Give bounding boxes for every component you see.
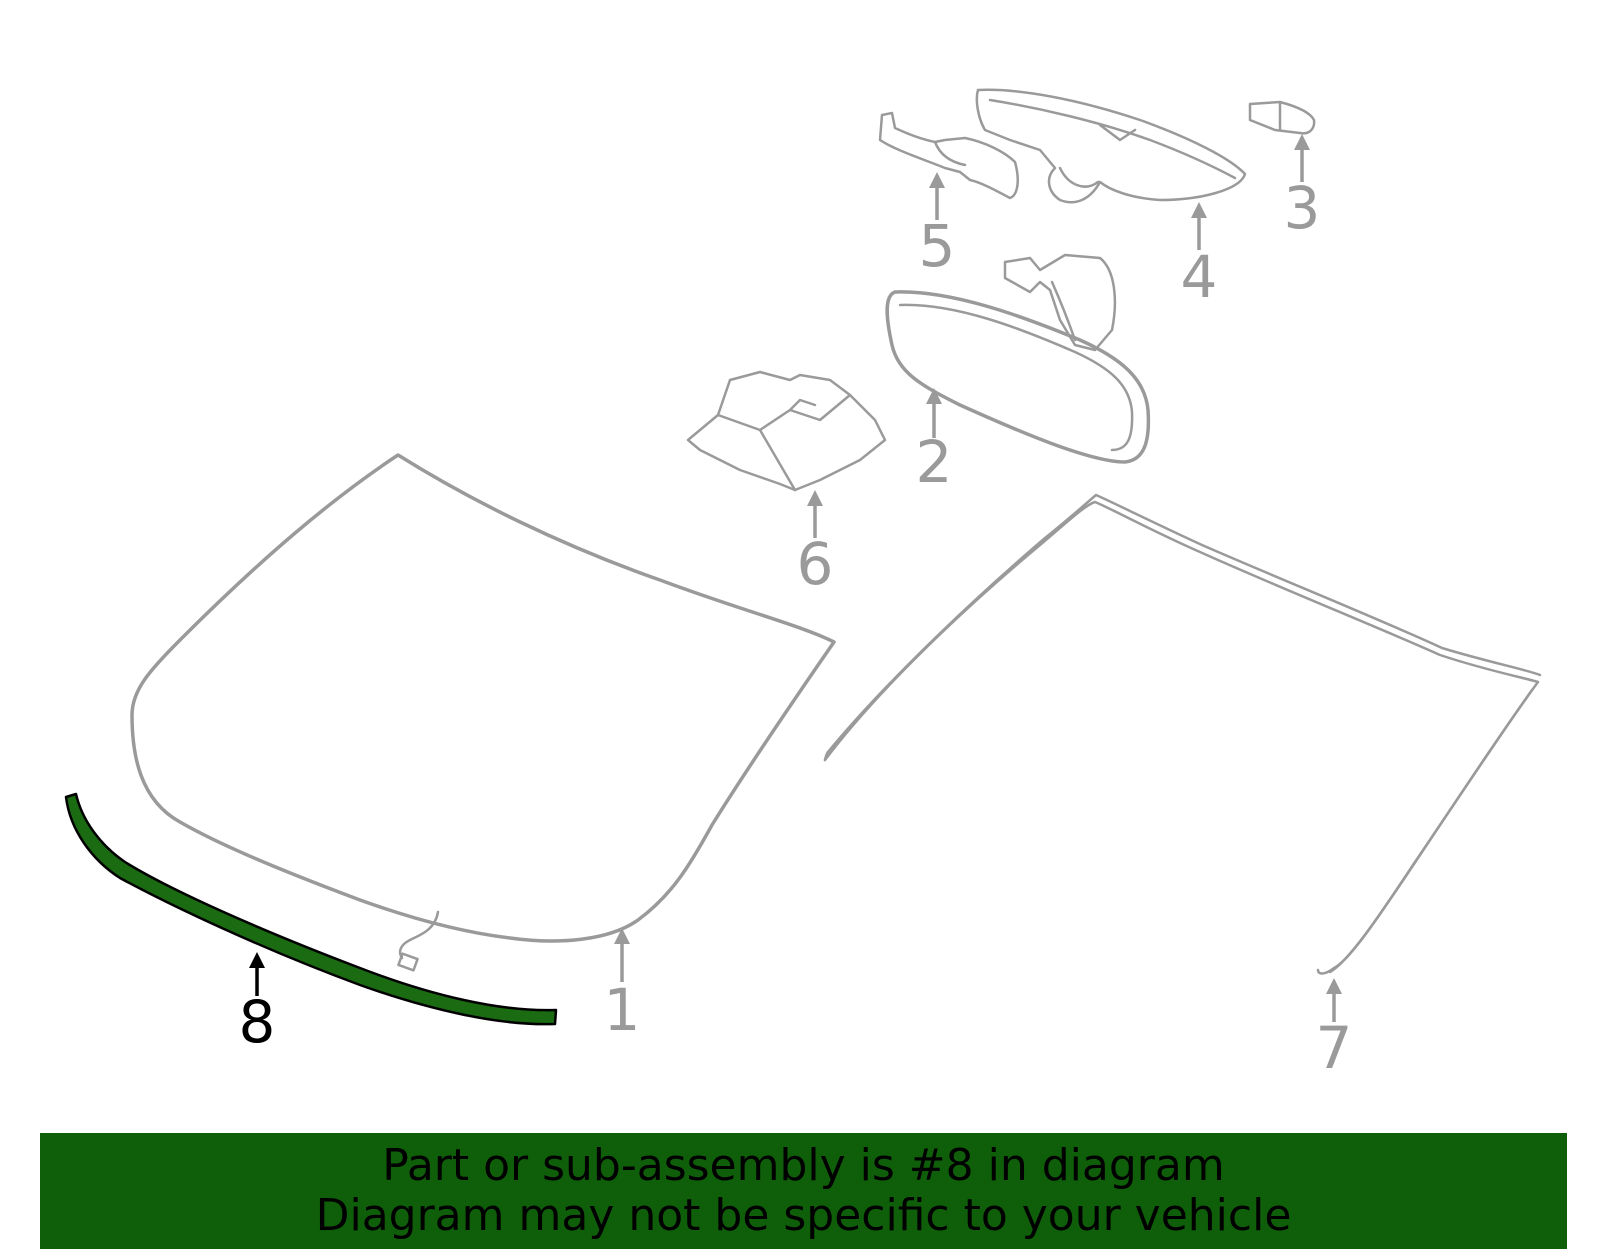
leader-3: [1294, 134, 1310, 182]
banner-line-2: Diagram may not be specific to your vehi…: [315, 1190, 1292, 1241]
camera-module: [686, 370, 887, 492]
leader-1: [614, 928, 630, 982]
banner-line-1: Part or sub-assembly is #8 in diagram: [382, 1140, 1225, 1191]
callout-6: 6: [797, 530, 834, 598]
callout-8: 8: [239, 988, 276, 1056]
callout-3: 3: [1284, 174, 1321, 242]
leader-6: [807, 490, 823, 538]
leader-8: [249, 952, 265, 996]
leader-4: [1191, 202, 1207, 250]
callout-1: 1: [604, 976, 641, 1044]
sensor-bracket: [878, 111, 1019, 200]
info-banner: Part or sub-assembly is #8 in diagram Di…: [40, 1133, 1567, 1249]
rearview-mirror: [885, 253, 1151, 464]
windshield-weatherstrip: [823, 493, 1542, 975]
windshield-glass: [130, 453, 836, 972]
leader-5: [929, 172, 945, 220]
callout-2: 2: [916, 428, 953, 496]
leader-7: [1326, 978, 1342, 1022]
lower-molding-highlighted: [64, 792, 558, 1026]
callout-5: 5: [919, 212, 956, 280]
leader-2: [926, 388, 942, 438]
callout-7: 7: [1316, 1014, 1353, 1082]
mirror-cover: [975, 88, 1247, 204]
callout-4: 4: [1181, 243, 1218, 311]
mirror-clip: [1248, 100, 1316, 135]
